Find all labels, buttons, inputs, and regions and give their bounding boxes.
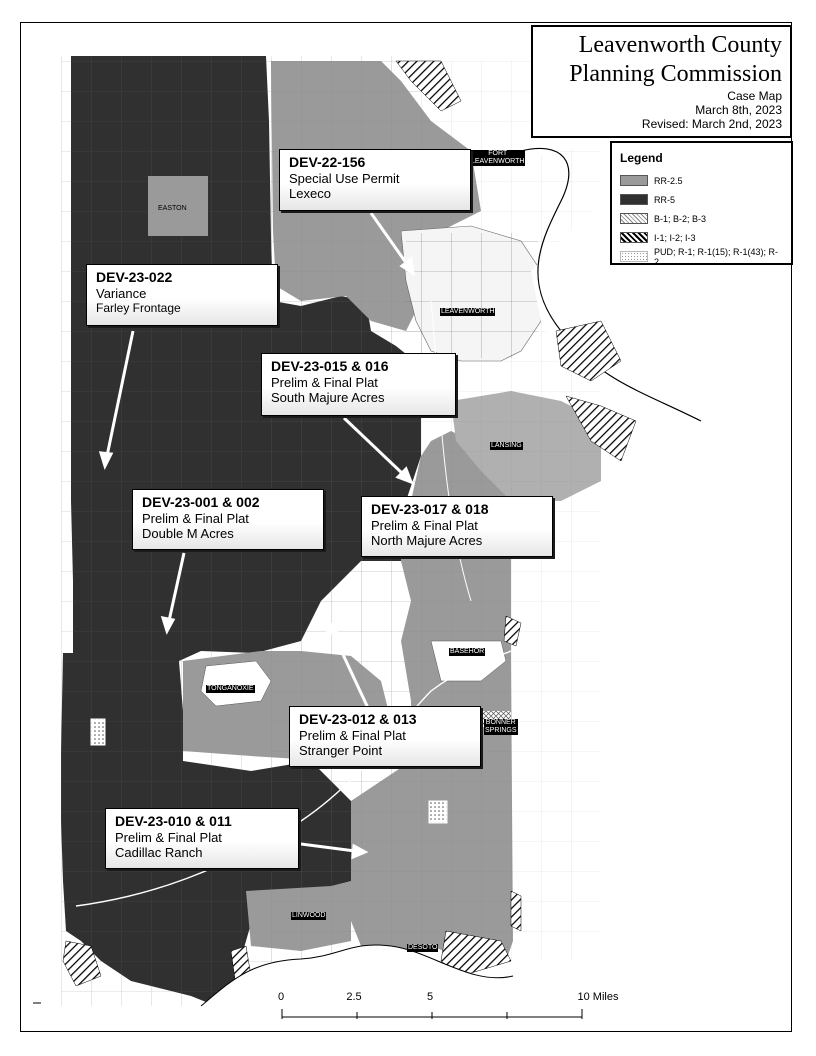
case-type: Prelim & Final Plat [299,728,406,743]
case-name: Stranger Point [299,743,383,758]
callout-dev-23-017-018: DEV-23-017 & 018 Prelim & Final Plat Nor… [361,496,553,557]
industrial-zone-4 [503,615,522,647]
legend-label: PUD; R-1; R-1(15); R-1(43); R-2 [654,246,779,267]
title-block: Leavenworth County Planning Commission C… [531,25,792,138]
callout-dev-23-001-002: DEV-23-001 & 002 Prelim & Final Plat Dou… [132,489,324,550]
fort-line1: FORT [488,150,508,157]
case-type: Prelim & Final Plat [271,375,378,390]
legend-item-rr5: RR-5 [620,190,783,209]
case-type: Prelim & Final Plat [371,518,478,533]
legend-item-business: B-1; B-2; B-3 [620,209,783,228]
scale-label-10: 10 Miles [577,991,619,1003]
town-label-desoto: DESOTO [407,944,439,952]
case-name: Double M Acres [142,526,234,541]
arrowhead-dev-22-156 [399,256,415,277]
legend-title: Legend [620,151,663,165]
callout-dev-23-015-016: DEV-23-015 & 016 Prelim & Final Plat Sou… [261,353,456,416]
town-label-tonganoxie: TONGANOXIE [206,685,255,693]
industrial-zone-3 [565,395,637,462]
town-label-fort-leavenworth: FORT LEAVENWORTH [470,150,526,166]
legend-swatch-rr5 [620,194,648,205]
town-label-linwood: LINWOOD [291,912,327,920]
case-id: DEV-22-156 [289,154,366,170]
legend-swatch-business [620,213,648,224]
callout-dev-23-012-013: DEV-23-012 & 013 Prelim & Final Plat Str… [289,706,481,767]
kansas-river-bank [201,945,513,1031]
callout-dev-23-022: DEV-23-022 Variance Farley Frontage [86,264,278,326]
legend-label: B-1; B-2; B-3 [654,213,707,224]
case-id: DEV-23-015 & 016 [271,358,389,374]
arrow-dev-23-012 [330,630,370,709]
legend-item-industrial: I-1; I-2; I-3 [620,228,783,247]
river-line [520,147,702,422]
case-type: Variance [96,286,147,301]
case-name: Cadillac Ranch [115,845,203,860]
scale-bar [281,1009,583,1019]
arrowhead-dev-23-022 [98,451,114,471]
scale-label-2-5: 2.5 [346,991,362,1003]
case-id: DEV-23-017 & 018 [371,501,489,517]
fort-line2: LEAVENWORTH [471,158,525,165]
arrowhead-dev-23-001 [160,616,176,635]
callout-dev-22-156: DEV-22-156 Special Use Permit Lexeco [279,149,471,211]
title-line2: Planning Commission [569,61,782,87]
town-label-lansing: LANSING [490,442,523,450]
town-label-leavenworth: LEAVENWORTH [440,308,496,316]
legend-swatch-industrial [620,232,648,243]
bonner-line2: SPRINGS [485,727,517,734]
arrow-dev-23-010 [300,842,356,853]
arrow-dev-23-001 [167,552,186,622]
highway-24-40 [75,650,512,907]
arrowhead-dev-23-012 [325,617,340,637]
arrow-dev-22-156 [369,212,411,268]
case-name: Lexeco [289,186,331,201]
case-name: South Majure Acres [271,390,385,405]
pud-zone-2 [90,718,106,746]
industrial-zone-8 [510,890,522,932]
case-type: Prelim & Final Plat [142,511,249,526]
town-label-bonner-springs: BONNER SPRINGS [484,719,518,735]
case-name: Farley Frontage [96,301,181,315]
arrowhead-dev-23-015 [395,466,414,485]
arrow-dev-23-015 [342,416,406,477]
leavenworth-streets [406,233,538,358]
case-id: DEV-23-001 & 002 [142,494,260,510]
legend-swatch-residential [620,251,648,262]
legend-label: I-1; I-2; I-3 [654,232,696,243]
title-line1: Leavenworth County [578,32,782,58]
legend-label: RR-5 [654,194,676,205]
legend-item-residential: PUD; R-1; R-1(15); R-1(43); R-2 [620,246,783,267]
scale-label-0: 0 [277,991,285,1003]
map-subtitle: Case Map [727,89,782,103]
arrow-dev-23-022 [105,330,135,457]
case-type: Special Use Permit [289,171,400,186]
town-label-easton: EASTON [157,205,188,213]
case-id: DEV-23-010 & 011 [115,813,232,829]
industrial-zone-5 [440,930,512,977]
industrial-zone-2 [555,320,622,382]
map-revised: Revised: March 2nd, 2023 [641,117,782,131]
case-id: DEV-23-012 & 013 [299,711,417,727]
legend-label: RR-2.5 [654,175,683,186]
legend-swatch-rr25 [620,175,648,186]
legend: Legend RR-2.5 RR-5 B-1; B-2; B-3 I-1; I-… [610,141,793,267]
kansas-river-line [200,944,514,1007]
case-name: North Majure Acres [371,533,483,548]
case-id: DEV-23-022 [96,269,173,285]
map-date: March 8th, 2023 [695,103,782,117]
industrial-zone-6 [62,940,102,987]
callout-arrows [98,212,415,860]
case-type: Prelim & Final Plat [115,830,222,845]
bonner-line1: BONNER [485,719,516,726]
scale-label-5: 5 [426,991,434,1003]
tonganoxie-area [200,660,272,707]
k-7-road [430,300,472,602]
arrowhead-dev-23-010 [351,843,369,860]
town-label-basehor: BASEHOR [449,648,486,656]
pud-zone-1 [428,800,448,824]
callout-dev-23-010-011: DEV-23-010 & 011 Prelim & Final Plat Cad… [105,808,299,869]
legend-item-rr25: RR-2.5 [620,171,783,190]
industrial-zone-1 [395,60,462,112]
